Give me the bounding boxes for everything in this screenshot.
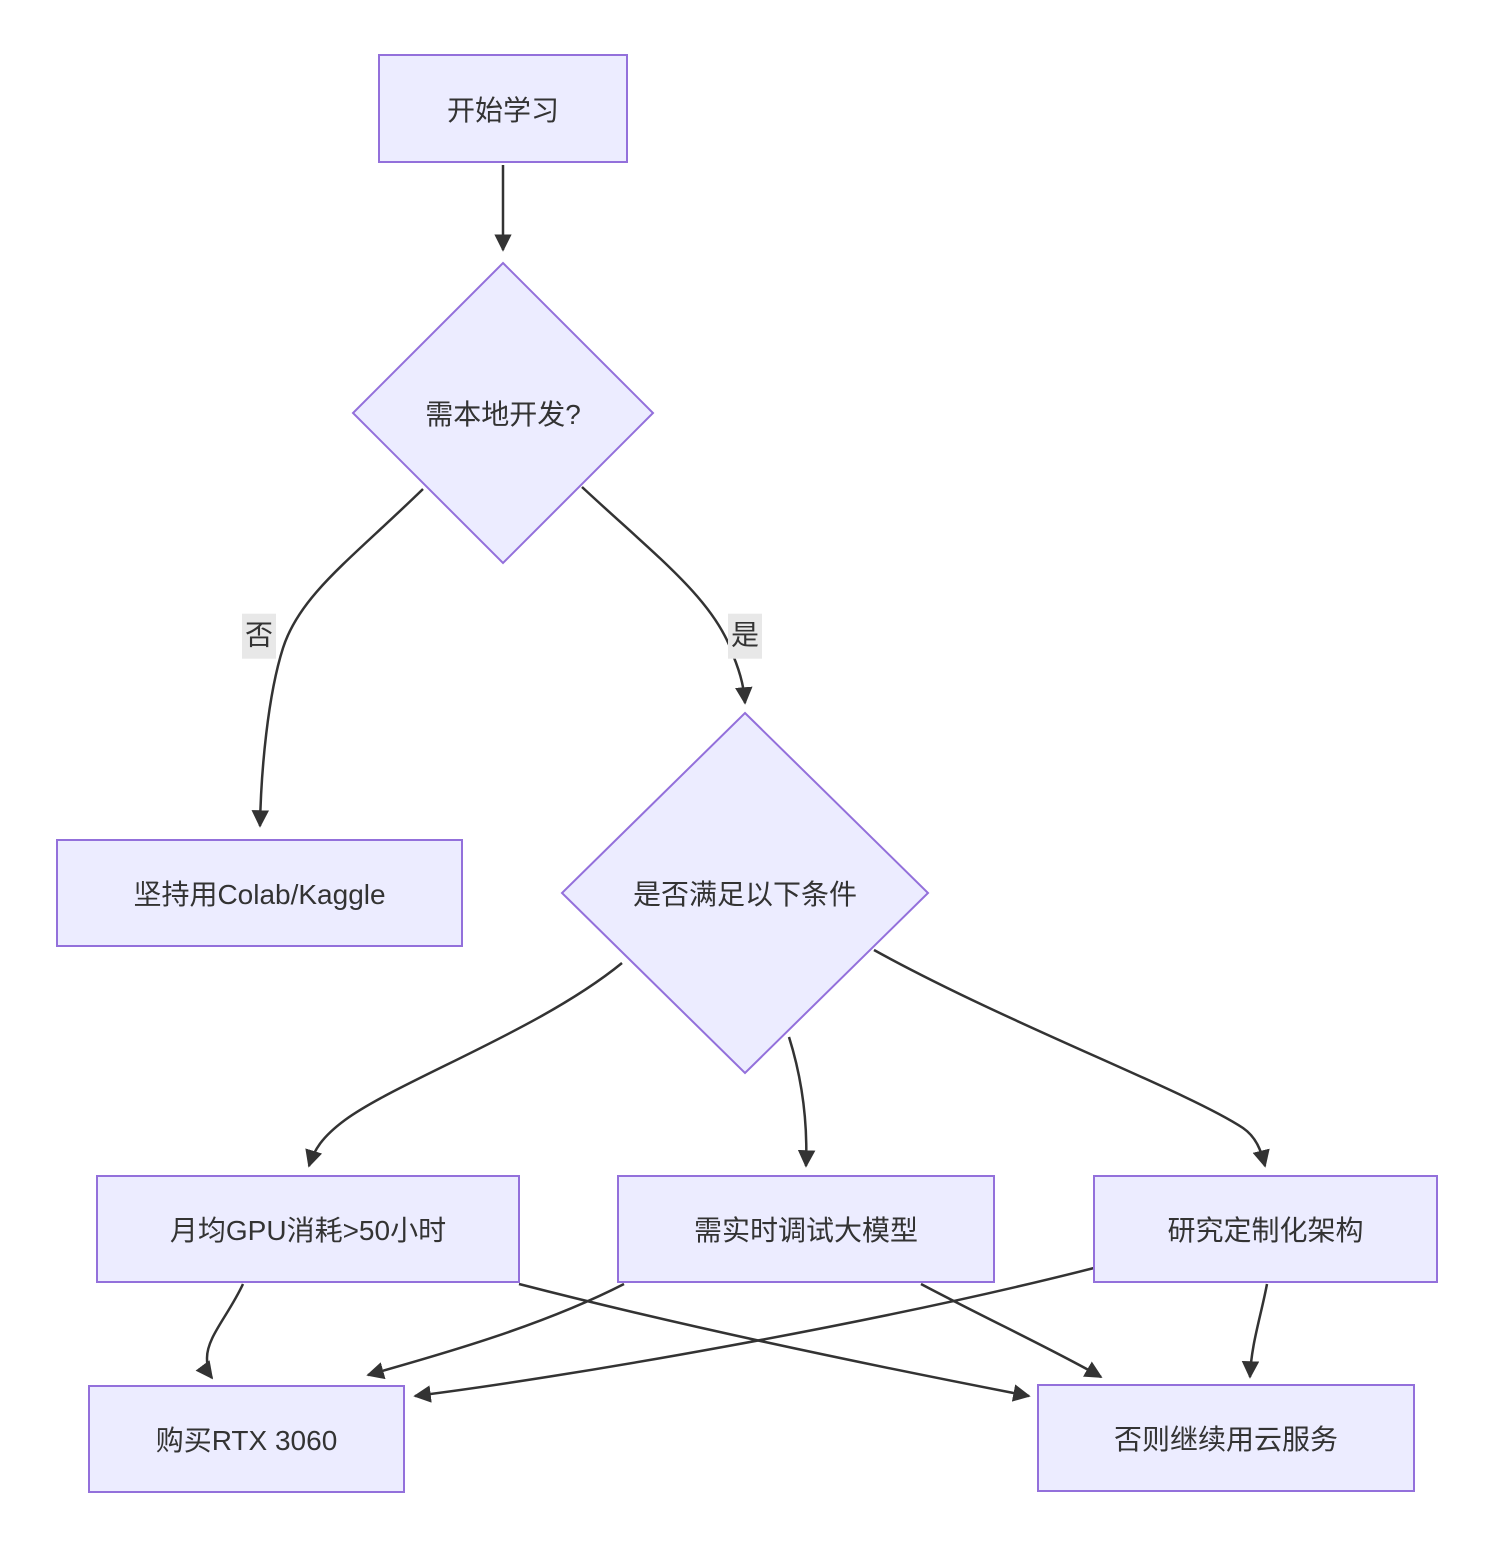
node-cloud-label: 否则继续用云服务 bbox=[1113, 1424, 1338, 1455]
edge-decision-conditions-to-debug-large-models bbox=[787, 1036, 816, 1168]
node-colab-label: 坚持用Colab/Kaggle bbox=[133, 879, 386, 910]
edge-custom-arch-to-buy-rtx bbox=[413, 1266, 1095, 1403]
edge-decision-conditions-to-custom-arch bbox=[873, 948, 1270, 1168]
node-cloud: 否则继续用云服务 bbox=[1037, 1384, 1415, 1492]
node-custom-arch-label: 研究定制化架构 bbox=[1167, 1215, 1364, 1246]
edge-decision-conditions-to-gpu-usage bbox=[305, 962, 623, 1168]
edge-decision-local-to-colab bbox=[251, 488, 424, 828]
edge-debug-large-models-to-cloud bbox=[920, 1282, 1103, 1379]
edge-label-yes: 是 bbox=[727, 613, 763, 659]
node-buy-rtx-label: 购买RTX 3060 bbox=[155, 1425, 338, 1456]
node-debug-large-models: 需实时调试大模型 bbox=[617, 1175, 995, 1283]
edge-label-yes-text: 是 bbox=[730, 619, 760, 651]
edge-decision-local-to-decision-conditions bbox=[581, 486, 753, 705]
node-gpu-usage: 月均GPU消耗>50小时 bbox=[96, 1175, 520, 1283]
node-custom-arch: 研究定制化架构 bbox=[1093, 1175, 1438, 1283]
node-start: 开始学习 bbox=[378, 54, 628, 163]
node-buy-rtx: 购买RTX 3060 bbox=[88, 1385, 405, 1493]
edge-label-no-text: 否 bbox=[244, 619, 274, 651]
node-debug-large-models-label: 需实时调试大模型 bbox=[693, 1215, 918, 1246]
node-start-label: 开始学习 bbox=[446, 94, 559, 126]
edge-gpu-usage-to-cloud bbox=[518, 1282, 1031, 1402]
decision-conditions-diamond bbox=[560, 711, 930, 1075]
decision-local-diamond bbox=[351, 261, 655, 565]
edge-label-no: 否 bbox=[241, 613, 277, 659]
node-gpu-usage-label: 月均GPU消耗>50小时 bbox=[169, 1215, 447, 1246]
node-colab: 坚持用Colab/Kaggle bbox=[56, 839, 463, 947]
edge-debug-large-models-to-buy-rtx bbox=[366, 1282, 625, 1380]
edge-gpu-usage-to-buy-rtx bbox=[195, 1283, 245, 1380]
edge-custom-arch-to-cloud bbox=[1241, 1283, 1269, 1379]
